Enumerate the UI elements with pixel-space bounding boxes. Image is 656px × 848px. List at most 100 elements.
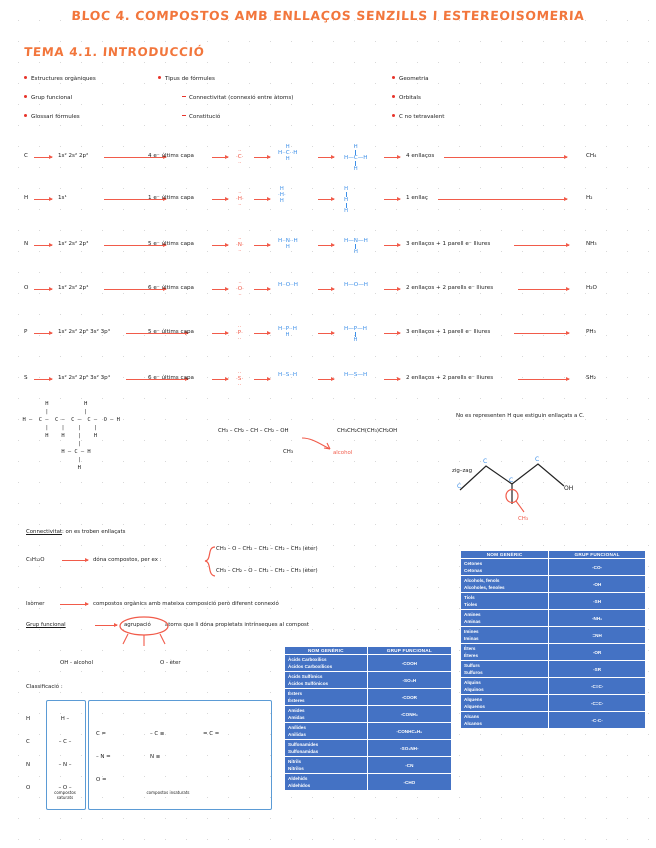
arrow-icon — [517, 286, 570, 292]
bonding-result: 2 enllaços + 2 parells e⁻ lliures — [406, 375, 494, 381]
valence-shell-text: 4 e⁻ últims capa — [148, 153, 194, 159]
arrow-icon — [254, 196, 271, 202]
outline-label: Estructures orgàniques — [31, 76, 96, 82]
reaction-element: P — [24, 329, 28, 335]
alcohol-pointer-arrow — [301, 437, 331, 450]
arrow-icon — [318, 376, 335, 382]
saturated-bonds: H – – C – – N – – O – — [52, 708, 78, 800]
arrow-icon — [62, 557, 89, 563]
skeletal-structure: C C C C OH CH₃ — [457, 456, 573, 522]
functional-group-cell: -C-C- — [548, 711, 646, 729]
arrow-icon — [514, 242, 570, 248]
formula-arrow-text: dóna compostos, per ex : — [93, 557, 162, 563]
outline-label: C no tetravalent — [399, 114, 445, 120]
name-spanish: Nitrilos — [288, 766, 304, 771]
arrow-icon — [254, 286, 271, 292]
isomer-definition: compostos orgànics amb mateixa composici… — [93, 601, 279, 607]
name-catalan: Imines — [464, 629, 479, 634]
resulting-formula: H₂O — [586, 285, 597, 291]
isomer-term: Isòmer — [26, 601, 45, 607]
lewis-dot-structure: ···O··· — [236, 280, 244, 298]
functional-group-cell: -OH — [548, 575, 646, 593]
name-catalan: Nitrils — [288, 759, 302, 764]
arrow-icon — [318, 242, 335, 248]
bond-form: H – — [60, 716, 70, 722]
arrow-icon — [60, 601, 89, 607]
lewis-structure-with-hydrogens: H·H·H — [278, 186, 286, 204]
outline-label: Orbitals — [399, 95, 421, 101]
lewis-structure-with-hydrogens: H··S··H — [278, 372, 298, 378]
unsaturated-label: compostos insaturats — [146, 790, 190, 795]
unsat-c-triple: – C ≡ — [150, 731, 165, 737]
name-catalan: Amides — [288, 708, 305, 713]
functional-group-cell: -C=C- — [548, 694, 646, 712]
functional-group-definition: àtoms que li dóna propietats intrínseque… — [165, 622, 309, 628]
unsaturated-box — [88, 700, 272, 810]
unsat-c-double: C = — [96, 731, 106, 737]
name-spanish: Alquenos — [464, 704, 485, 709]
svg-text:OH: OH — [564, 485, 573, 492]
outline-item: Tipus de fórmules — [158, 76, 293, 82]
bullet-dot-icon — [24, 76, 27, 79]
lewis-structure-with-hydrogens: H··O··H — [278, 282, 298, 288]
expanded-structure: H H | | H — C — C — C — C — O — H | | | … — [22, 401, 120, 471]
arrow-icon — [384, 376, 401, 382]
outline-label: Connectivitat (connexió entre àtoms) — [189, 95, 294, 101]
name-spanish: Alcanos — [464, 721, 482, 726]
semi-developed-formula: CH₃ – CH₂ – CH – CH₂ – OH — [218, 428, 289, 434]
name-spanish: Ésteres — [288, 698, 305, 703]
arrow-icon — [34, 196, 53, 202]
bond-form: – O – — [58, 785, 72, 791]
name-spanish: Sulfonamidas — [288, 749, 319, 754]
arrow-icon — [254, 154, 271, 160]
section-title: TEMA 4.1. INTRODUCCIÓ — [23, 45, 206, 59]
bond-form: – C – — [58, 739, 72, 745]
name-catalan: Aldehids — [288, 776, 308, 781]
name-catalan: Amines — [464, 612, 481, 617]
name-catalan: Tiols — [464, 595, 475, 600]
electron-configuration: 1s¹ — [58, 195, 67, 201]
arrow-icon — [384, 196, 401, 202]
lewis-dot-structure: ···N··· — [236, 236, 244, 254]
functional-group-cell: -CONH₂ — [366, 705, 453, 723]
name-spanish: Ácidos Sulfónicos — [288, 681, 329, 686]
functional-group-term: Grup funcional — [26, 622, 66, 628]
electron-configuration: 1s² 2s² 2p⁴ — [58, 285, 89, 291]
class-element: C — [26, 739, 30, 745]
arrow-icon — [212, 196, 229, 202]
functional-group-cell: -CO- — [548, 558, 646, 576]
outline-item: Glossari fórmules — [24, 114, 96, 120]
functional-group-cell: -C≡C- — [548, 677, 646, 695]
unsat-o-double: O = — [96, 777, 107, 783]
arrow-icon — [126, 330, 189, 336]
valence-shell-text: 1 e⁻ últims capa — [148, 195, 194, 201]
connectivity-note: Connectivitat: on es troben enllaçats — [26, 529, 125, 535]
outline-item: Estructures orgàniques — [24, 76, 96, 82]
column-header: GRUP FUNCIONAL — [366, 646, 453, 655]
skeletal-note: No es representen H que estiguin enllaça… — [456, 413, 585, 419]
arrow-icon — [318, 196, 335, 202]
outline-subitem: Constitució — [182, 114, 293, 120]
bullet-dot-icon — [24, 95, 27, 98]
reaction-element: N — [24, 241, 29, 247]
name-catalan: Sulfonamides — [288, 742, 319, 747]
arrow-icon — [212, 154, 229, 160]
